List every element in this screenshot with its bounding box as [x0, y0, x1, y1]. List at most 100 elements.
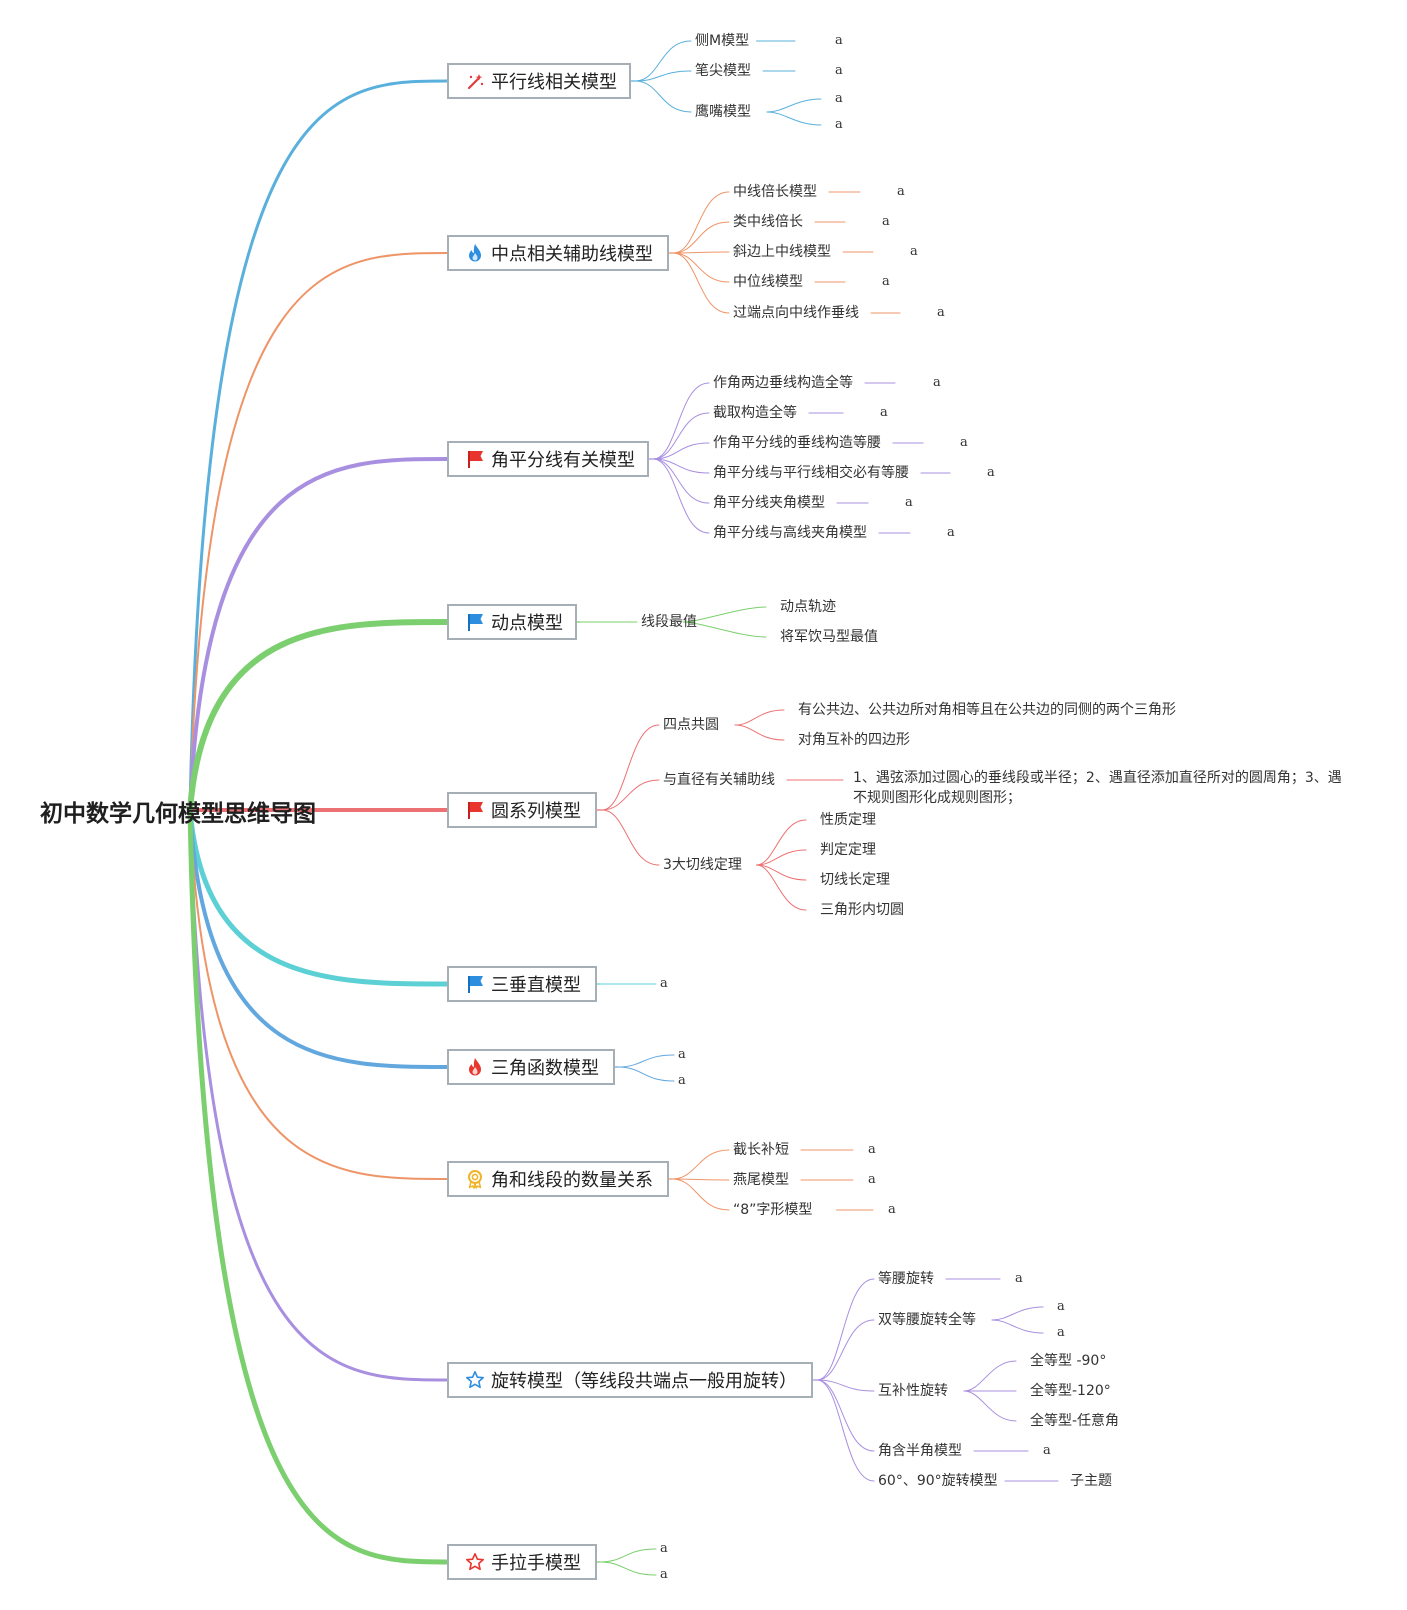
main-topic[interactable]: 动点模型 [447, 604, 577, 640]
detail-node[interactable]: 全等型 -90° [1030, 1353, 1107, 1369]
leaf-node[interactable]: a [660, 1567, 668, 1582]
leaf-node[interactable]: a [880, 405, 888, 420]
subtopic[interactable]: 作角两边垂线构造全等 [713, 375, 853, 391]
child-connector [599, 1561, 657, 1576]
flame-red-icon [465, 1056, 485, 1078]
subtopic[interactable]: 角平分线夹角模型 [713, 495, 825, 511]
child-connector [634, 40, 692, 82]
detail-node[interactable]: 性质定理 [820, 812, 876, 828]
detail-node[interactable]: 判定定理 [820, 842, 876, 858]
leaf-node[interactable]: a [835, 33, 843, 48]
child-connector [652, 442, 710, 460]
leaf-node[interactable]: a [960, 435, 968, 450]
main-topic[interactable]: 角平分线有关模型 [447, 441, 649, 477]
subtopic[interactable]: 角平分线与平行线相交必有等腰 [713, 465, 909, 481]
leaf-node[interactable]: a [947, 525, 955, 540]
detail-node[interactable]: 切线长定理 [820, 872, 890, 888]
subtopic[interactable]: 角含半角模型 [878, 1443, 962, 1459]
main-topic[interactable]: 角和线段的数量关系 [447, 1161, 669, 1197]
subtopic[interactable]: 类中线倍长 [733, 214, 803, 230]
subtopic[interactable]: 等腰旋转 [878, 1271, 934, 1287]
leaf-node[interactable]: a [905, 495, 913, 510]
subtopic[interactable]: “8”字形模型 [733, 1202, 813, 1218]
main-topic[interactable]: 中点相关辅助线模型 [447, 235, 669, 271]
subtopic[interactable]: 侧M模型 [695, 33, 750, 49]
detail-node[interactable]: 动点轨迹 [780, 599, 836, 615]
subtopic[interactable]: 60°、90°旋转模型 [878, 1473, 998, 1489]
child-connector [672, 221, 730, 254]
subtopic[interactable]: 燕尾模型 [733, 1172, 789, 1188]
note-text: 1、遇弦添加过圆心的垂线段或半径；2、遇直径添加直径所对的圆周角；3、遇不规则图… [853, 770, 1342, 806]
leaf-node[interactable]: a [882, 274, 890, 289]
child-connector [672, 251, 730, 254]
subtopic[interactable]: 角平分线与高线夹角模型 [713, 525, 867, 541]
subtopic[interactable]: 斜边上中线模型 [733, 244, 831, 260]
leaf-node[interactable]: a [660, 1541, 668, 1556]
leaf-node[interactable]: a [868, 1142, 876, 1157]
detail-node[interactable]: 三角形内切圆 [820, 902, 904, 918]
subtopic[interactable]: 截长补短 [733, 1142, 789, 1158]
child-connector [634, 80, 692, 113]
leaf-connector [682, 606, 767, 623]
star-blue-icon [465, 1369, 485, 1391]
subtopic[interactable]: 四点共圆 [663, 717, 719, 733]
wand-icon [465, 70, 485, 92]
subtopic[interactable]: 中位线模型 [733, 274, 803, 290]
leaf-node[interactable]: a [1015, 1271, 1023, 1286]
leaf-node[interactable]: a [882, 214, 890, 229]
leaf-connector [734, 709, 785, 726]
blue-flag-icon [465, 973, 485, 995]
leaf-node[interactable]: a [987, 465, 995, 480]
leaf-node[interactable]: a [835, 63, 843, 78]
detail-node[interactable]: 全等型-任意角 [1030, 1413, 1120, 1429]
leaf-node[interactable]: a [933, 375, 941, 390]
detail-node[interactable]: 子主题 [1070, 1473, 1112, 1489]
main-topic[interactable]: 手拉手模型 [447, 1544, 597, 1580]
leaf-node[interactable]: a [660, 976, 668, 991]
leaf-node[interactable]: a [1043, 1443, 1051, 1458]
leaf-node[interactable]: a [678, 1073, 686, 1088]
child-connector [652, 458, 710, 534]
leaf-node[interactable]: a [937, 305, 945, 320]
leaf-node[interactable]: a [888, 1202, 896, 1217]
subtopic[interactable]: 中线倍长模型 [733, 184, 817, 200]
main-topic[interactable]: 三垂直模型 [447, 966, 597, 1002]
subtopic[interactable]: 线段最值 [641, 614, 697, 630]
main-topic[interactable]: 圆系列模型 [447, 792, 597, 828]
leaf-node[interactable]: a [868, 1172, 876, 1187]
subtopic[interactable]: 双等腰旋转全等 [878, 1312, 976, 1328]
detail-node[interactable]: 对角互补的四边形 [798, 732, 910, 748]
branch-connector [187, 619, 450, 813]
leaf-node[interactable]: a [1057, 1325, 1065, 1340]
main-topic[interactable]: 三角函数模型 [447, 1049, 615, 1085]
leaf-node[interactable]: a [910, 244, 918, 259]
child-connector [672, 252, 730, 314]
leaf-connector [991, 1319, 1044, 1334]
subtopic[interactable]: 互补性旋转 [878, 1383, 948, 1399]
child-connector [617, 1066, 675, 1082]
leaf-node[interactable]: a [897, 184, 905, 199]
branch-connector [187, 807, 450, 987]
main-topic-label: 旋转模型（等线段共端点一般用旋转） [491, 1371, 797, 1392]
detail-node[interactable]: 全等型-120° [1030, 1383, 1111, 1399]
leaf-node[interactable]: a [835, 91, 843, 106]
child-connector [601, 724, 660, 811]
subtopic[interactable]: 截取构造全等 [713, 405, 797, 421]
subtopic[interactable]: 笔尖模型 [695, 63, 751, 79]
leaf-node[interactable]: a [1057, 1299, 1065, 1314]
subtopic[interactable]: 鹰嘴模型 [695, 104, 751, 120]
subtopic[interactable]: 过端点向中线作垂线 [733, 305, 859, 321]
main-topic[interactable]: 平行线相关模型 [447, 63, 631, 99]
detail-node[interactable]: 有公共边、公共边所对角相等且在公共边的同侧的两个三角形 [798, 702, 1176, 718]
leaf-connector [734, 724, 785, 741]
leaf-node[interactable]: a [835, 117, 843, 132]
detail-node[interactable]: 将军饮马型最值 [780, 629, 878, 645]
leaf-connector [756, 819, 807, 866]
subtopic[interactable]: 3大切线定理 [663, 857, 742, 873]
leaf-node[interactable]: a [678, 1047, 686, 1062]
flame-blue-icon [465, 242, 485, 264]
branch-connector [188, 808, 449, 1069]
subtopic[interactable]: 与直径有关辅助线 [663, 772, 775, 788]
main-topic[interactable]: 旋转模型（等线段共端点一般用旋转） [447, 1362, 813, 1398]
subtopic[interactable]: 作角平分线的垂线构造等腰 [713, 435, 881, 451]
